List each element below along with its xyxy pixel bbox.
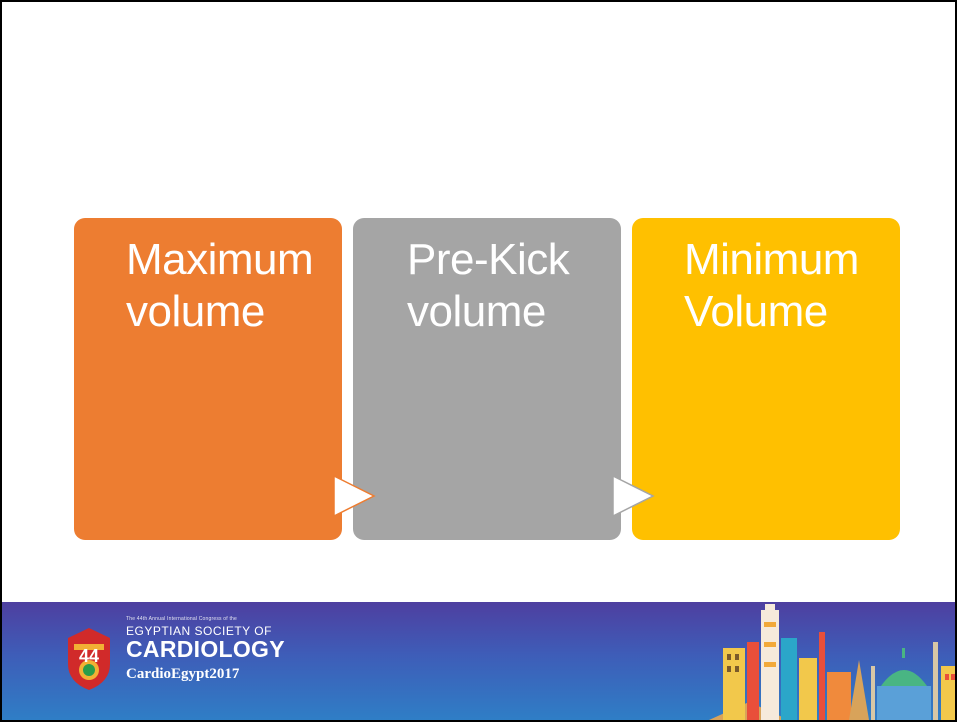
step-box-label-line2: volume bbox=[407, 287, 546, 336]
step-box-label-line1: Minimum bbox=[684, 235, 859, 284]
chevron-right-icon bbox=[612, 474, 655, 518]
step-box-minimum-volume: Minimum Volume bbox=[632, 218, 900, 540]
step-box-maximum-volume: Maximum volume bbox=[74, 218, 342, 540]
emblem-number: 44 bbox=[79, 646, 99, 666]
step-box-label-line1: Pre-Kick bbox=[407, 235, 570, 284]
cardiology-line: CARDIOLOGY bbox=[126, 636, 285, 662]
step-box-label-line1: Maximum bbox=[126, 235, 314, 284]
society-logo: The 44th Annual International Congress o… bbox=[126, 616, 285, 683]
event-line: CardioEgypt2017 bbox=[126, 666, 240, 682]
society-line: EGYPTIAN SOCIETY OF bbox=[126, 624, 272, 638]
society-emblem-icon: 44 bbox=[68, 628, 110, 690]
step-box-pre-kick-volume: Pre-Kick volume bbox=[353, 218, 621, 540]
step-box-label-line2: volume bbox=[126, 287, 265, 336]
footer-banner: 44 The 44th Annual International Congres… bbox=[2, 602, 955, 720]
step-box-label-line2: Volume bbox=[684, 287, 828, 336]
cairo-skyline-illustration bbox=[709, 604, 955, 720]
chevron-right-icon bbox=[333, 474, 376, 518]
congress-line: The 44th Annual International Congress o… bbox=[126, 616, 238, 622]
